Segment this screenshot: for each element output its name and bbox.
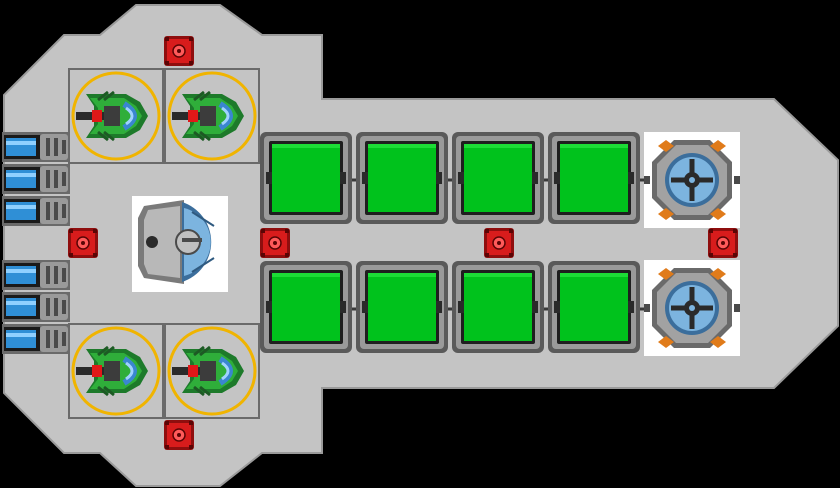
reactor-1[interactable] xyxy=(644,132,740,228)
cockpit[interactable] xyxy=(132,196,228,292)
cargo-bay-6[interactable] xyxy=(356,261,448,353)
turret-top-right[interactable] xyxy=(164,68,260,164)
engine-5[interactable] xyxy=(2,292,70,322)
power-conduit-4[interactable] xyxy=(483,227,515,259)
cargo-bay-1[interactable] xyxy=(260,132,352,224)
turret-bottom-right[interactable] xyxy=(164,323,260,419)
cargo-bay-2[interactable] xyxy=(356,132,448,224)
cargo-bay-8[interactable] xyxy=(548,261,640,353)
power-conduit-5[interactable] xyxy=(707,227,739,259)
power-conduit-3[interactable] xyxy=(259,227,291,259)
engine-2[interactable] xyxy=(2,164,70,194)
engine-3[interactable] xyxy=(2,196,70,226)
cargo-bay-3[interactable] xyxy=(452,132,544,224)
engine-6[interactable] xyxy=(2,324,70,354)
cargo-bay-4[interactable] xyxy=(548,132,640,224)
engine-4[interactable] xyxy=(2,260,70,290)
power-conduit-1[interactable] xyxy=(163,35,195,67)
engine-1[interactable] xyxy=(2,132,70,162)
power-conduit-6[interactable] xyxy=(163,419,195,451)
cargo-bay-5[interactable] xyxy=(260,261,352,353)
reactor-2[interactable] xyxy=(644,260,740,356)
cargo-bay-7[interactable] xyxy=(452,261,544,353)
power-conduit-2[interactable] xyxy=(67,227,99,259)
turret-bottom-left[interactable] xyxy=(68,323,164,419)
turret-top-left[interactable] xyxy=(68,68,164,164)
